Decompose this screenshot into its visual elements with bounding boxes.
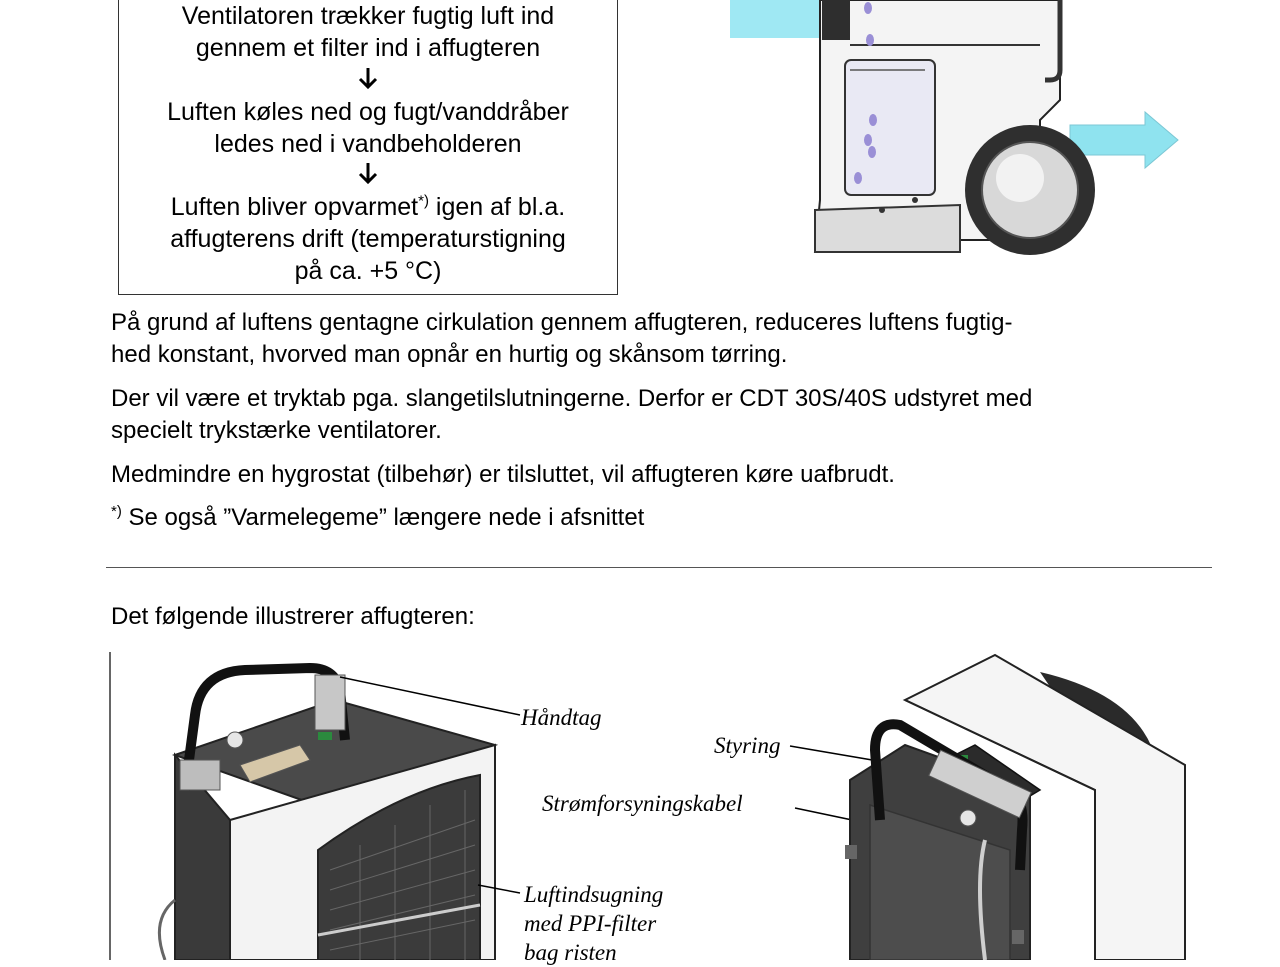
label-control: Styring [714, 733, 781, 758]
water-drop-icon [869, 114, 877, 126]
section-divider [106, 567, 1212, 568]
unit-top-panel [822, 0, 850, 40]
water-tank [844, 59, 936, 196]
power-cable [978, 839, 987, 960]
handle-rail [1045, 0, 1063, 83]
front-view-unit [157, 662, 499, 960]
flow-arrow-down-icon [119, 66, 617, 95]
flow-arrow-down-icon [119, 161, 617, 190]
process-flow-box: Ventilatoren trækker fugtig luft ind gen… [118, 0, 618, 295]
illustration-intro: Det følgende illustrerer affugteren: [111, 603, 475, 630]
label-power-cable: Strømforsyningskabel [542, 791, 743, 816]
label-handle: Håndtag [521, 705, 602, 730]
water-drop-icon [864, 2, 872, 14]
airflow-band [730, 0, 830, 38]
footnote: *) Se også ”Varmelegeme” længere nede i … [111, 503, 645, 531]
paragraph-pressure-loss: Der vil være et tryktab pga. slangetilsl… [111, 385, 1033, 444]
water-drop-icon [854, 172, 862, 184]
water-drop-icon [868, 146, 876, 158]
flow-step-heating: Luften bliver opvarmet*) igen af bl.a. a… [170, 192, 566, 285]
paragraph-circulation: På grund af luftens gentagne cirkulation… [111, 309, 1013, 368]
water-drop-icon [864, 134, 872, 146]
flow-step-intake: Ventilatoren trækker fugtig luft ind gen… [181, 2, 555, 62]
label-air-intake: Luftindsugning med PPI-filter bag risten [524, 882, 664, 965]
rear-view-unit [845, 653, 1186, 960]
flow-step-cooling: Luften køles ned og fugt/vanddråber lede… [167, 98, 569, 158]
water-drop-icon [866, 34, 874, 46]
paragraph-hygrostat: Medmindre en hygrostat (tilbehør) er til… [111, 461, 895, 488]
